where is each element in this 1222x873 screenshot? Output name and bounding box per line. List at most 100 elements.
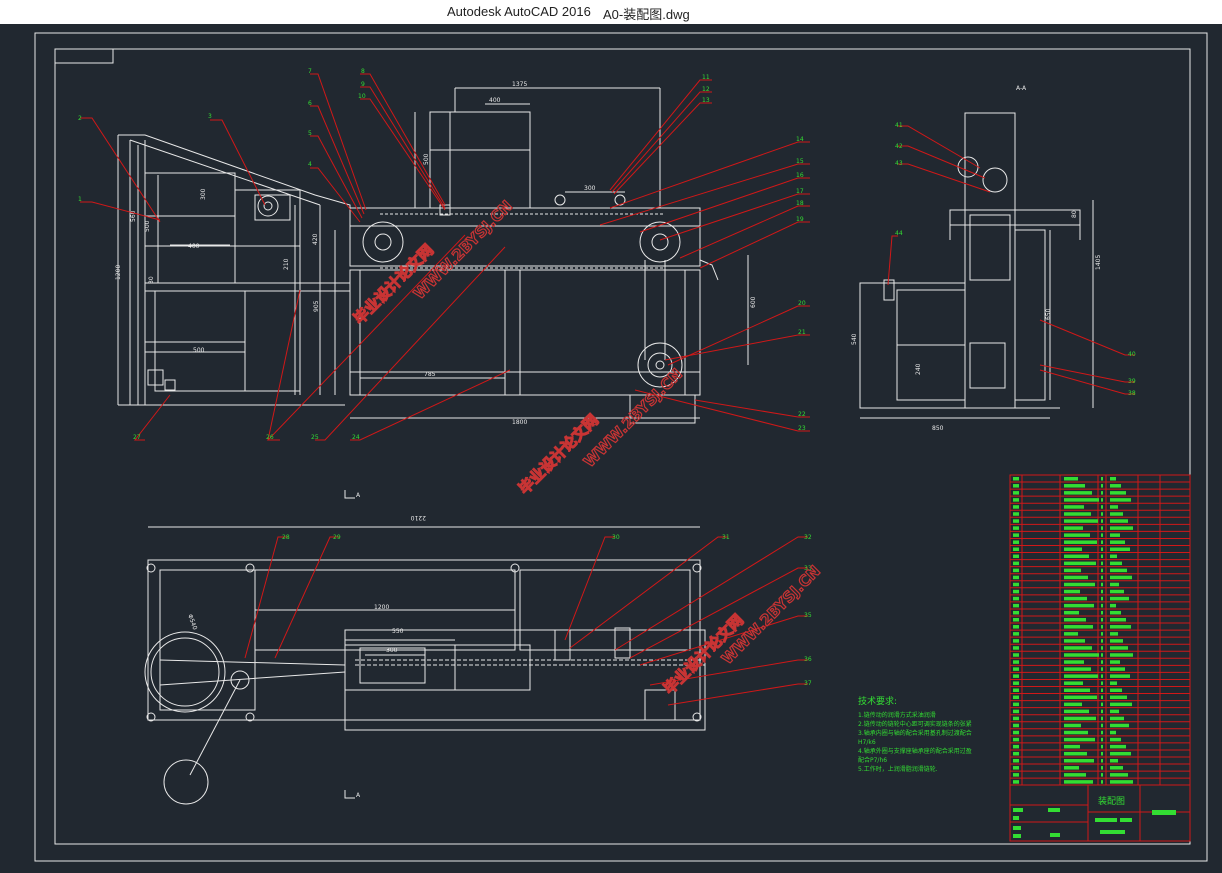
watermarks: 毕业设计论文网 WWW.2BYSJ.CN 毕业设计论文网 WWW.2BYSJ.C… <box>350 196 825 698</box>
balloon-35: 35 <box>804 612 812 619</box>
parts-list-entry-mark <box>1013 681 1019 685</box>
parts-list-entry-mark <box>1101 766 1103 770</box>
parts-list-entry-mark <box>1110 709 1119 714</box>
parts-list-entry-mark <box>1064 723 1081 728</box>
balloon-22: 22 <box>798 411 806 418</box>
parts-list-entry-mark <box>1013 596 1019 601</box>
parts-list-entry-mark <box>1110 505 1118 509</box>
parts-list-entry-mark <box>1110 498 1131 502</box>
parts-list-entry-mark <box>1064 589 1080 594</box>
parts-list-entry-mark <box>1013 512 1019 516</box>
dim-80: 80 <box>1071 210 1078 218</box>
sheet-border-outer <box>34 32 1208 862</box>
parts-list-entry-mark <box>1110 589 1124 594</box>
parts-list-entry-mark <box>1013 547 1019 551</box>
parts-list-entry-mark <box>1110 554 1117 559</box>
parts-list-entry-mark <box>1101 540 1103 544</box>
parts-list-entry-mark <box>1013 554 1019 559</box>
balloon-43: 43 <box>895 160 903 167</box>
parts-list-entry-mark <box>1110 575 1132 580</box>
balloon-10: 10 <box>358 93 366 100</box>
parts-list-entry-mark <box>1110 519 1128 523</box>
parts-list-entry-mark <box>1064 533 1090 537</box>
parts-list-entry-mark <box>1013 639 1019 643</box>
balloon-42: 42 <box>895 143 903 150</box>
dim-phi540: Φ540 <box>186 613 198 631</box>
side-view: A-A 1405 540 240 850 650 80 41 42 43 44 … <box>851 85 1136 432</box>
parts-list-entry-mark <box>1110 491 1126 495</box>
parts-list-entry-mark <box>1101 575 1103 580</box>
balloon-24: 24 <box>352 434 360 441</box>
parts-list-entry-mark <box>1110 667 1125 671</box>
dim-500-left: 500 <box>144 220 151 232</box>
balloon-39: 39 <box>1128 378 1136 385</box>
parts-list-entry-mark <box>1064 702 1082 707</box>
front-view: 1375 400 500 300 560 500 300 400 1200 42… <box>115 81 757 426</box>
notes-title: 技术要求: <box>858 695 897 707</box>
parts-list-entry-mark <box>1013 519 1019 523</box>
parts-list-entry-mark <box>1110 646 1128 650</box>
parts-list-entry-mark <box>1101 780 1103 784</box>
parts-list-entry-mark <box>1101 716 1103 721</box>
dim-400-top: 400 <box>489 97 501 104</box>
parts-list-entry-mark <box>1064 505 1084 509</box>
parts-list-entry-mark <box>1110 674 1130 678</box>
drawing-canvas[interactable]: 1375 400 500 300 560 500 300 400 1200 42… <box>0 24 1222 873</box>
dim-420: 420 <box>312 233 319 245</box>
parts-list-entry-mark <box>1013 477 1019 481</box>
parts-list-entry-mark <box>1101 730 1103 735</box>
parts-list-entry-mark <box>1101 632 1103 636</box>
parts-list-entry-mark <box>1013 526 1019 530</box>
parts-list-entry-mark <box>1064 780 1093 784</box>
dim-210: 210 <box>283 258 290 270</box>
parts-list-entry-mark <box>1101 582 1103 587</box>
dim-550: 550 <box>392 628 404 635</box>
parts-list-entry-mark <box>1101 512 1103 516</box>
balloon-25: 25 <box>311 434 319 441</box>
dim-1375: 1375 <box>512 81 527 88</box>
balloon-20: 20 <box>798 300 806 307</box>
balloon-28: 28 <box>282 534 290 541</box>
parts-list-entry-mark <box>1110 653 1133 657</box>
dim-300-top: 300 <box>386 647 398 654</box>
balloon-3: 3 <box>208 113 212 120</box>
section-mark-top: A <box>356 492 361 499</box>
parts-list-entry-mark <box>1101 610 1103 615</box>
technical-notes: 技术要求: 1.链传动的润滑方式采油润滑 2.链传动的链轮中心距可调实现链条的张… <box>858 695 972 773</box>
dim-300-left: 300 <box>200 188 207 200</box>
dim-650: 650 <box>1045 308 1052 320</box>
parts-list-entry-mark <box>1013 610 1019 615</box>
file-title: A0-装配图.dwg <box>603 7 690 22</box>
parts-list-entry-mark <box>1110 730 1116 735</box>
parts-list-entry-mark <box>1013 759 1019 763</box>
parts-list-entry-mark <box>1110 688 1122 692</box>
title-bar: Autodesk AutoCAD 2016 A0-装配图.dwg <box>0 0 1222 24</box>
balloon-14: 14 <box>796 136 804 143</box>
dim-1800: 1800 <box>512 419 527 426</box>
parts-list-entry-mark <box>1013 780 1019 784</box>
parts-list-entry-mark <box>1064 751 1087 756</box>
balloon-8: 8 <box>361 68 365 75</box>
balloon-33: 33 <box>804 565 812 572</box>
parts-list-entry-mark <box>1101 484 1103 488</box>
parts-list-entry-mark <box>1110 744 1126 749</box>
note-line-6: 配合P7/h6 <box>858 756 887 764</box>
parts-list-entry-mark <box>1110 780 1133 784</box>
parts-list-entry-mark <box>1064 512 1091 516</box>
parts-list-entry-mark <box>1110 766 1123 770</box>
parts-list-entry-mark <box>1013 618 1019 622</box>
parts-list-entry-mark <box>1110 582 1119 587</box>
parts-list-entry-mark <box>1110 773 1128 777</box>
parts-list-entry-mark <box>1013 498 1019 502</box>
dim-1200-top: 1200 <box>374 604 389 611</box>
parts-list-entry-mark <box>1101 653 1103 657</box>
parts-list-entry-mark <box>1101 603 1103 608</box>
parts-list-entry-mark <box>1064 582 1095 587</box>
balloon-32: 32 <box>804 534 812 541</box>
parts-list-entry-mark <box>1101 505 1103 509</box>
parts-list-entry-mark <box>1064 759 1094 763</box>
balloon-26: 26 <box>266 434 274 441</box>
parts-list-entry-mark <box>1110 477 1116 481</box>
parts-list-entry-mark <box>1013 575 1019 580</box>
parts-list-entry-mark <box>1013 766 1019 770</box>
